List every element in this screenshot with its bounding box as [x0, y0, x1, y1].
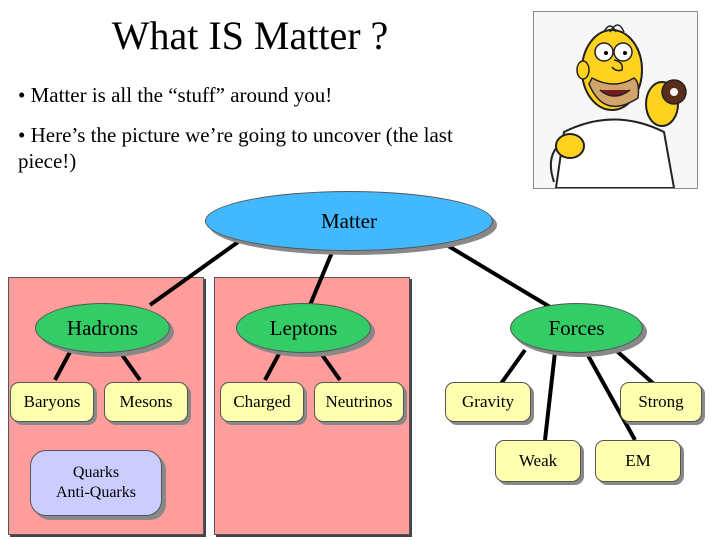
- node-matter: Matter: [205, 191, 493, 251]
- bullet-picture-to-uncover: • Here’s the picture we’re going to unco…: [18, 123, 453, 173]
- edge-matter-leptons: [308, 249, 335, 306]
- node-neutrinos: Neutrinos: [314, 382, 404, 422]
- edge-forces-strong: [608, 343, 657, 387]
- node-baryons: Baryons: [10, 382, 94, 422]
- node-leptons: Leptons: [236, 303, 371, 353]
- quarks-label: Quarks: [72, 464, 120, 481]
- slide-title: What IS Matter ?: [111, 13, 389, 58]
- edge-forces-gravity: [498, 348, 527, 387]
- node-quarks: Quarks Anti-Quarks: [30, 450, 162, 516]
- anti-quarks-label: Anti-Quarks: [56, 484, 136, 501]
- node-charged: Charged: [220, 382, 304, 422]
- node-mesons: Mesons: [104, 382, 188, 422]
- node-forces: Forces: [510, 303, 643, 353]
- edge-forces-em: [583, 349, 637, 441]
- edge-hadrons-mesons: [118, 350, 142, 382]
- edge-leptons-neutrinos: [318, 350, 342, 382]
- node-em: EM: [595, 440, 681, 482]
- edge-leptons-charged: [263, 351, 282, 381]
- node-gravity: Gravity: [445, 382, 531, 422]
- homer-simpson-icon: [534, 12, 697, 188]
- edge-hadrons-baryons: [53, 351, 72, 381]
- node-weak: Weak: [495, 440, 581, 482]
- bullet-matter-definition: • Matter is all the “stuff” around you!: [18, 83, 333, 107]
- edge-matter-forces: [428, 233, 557, 312]
- edge-matter-hadrons: [148, 230, 254, 307]
- homer-simpson-image: [533, 11, 698, 189]
- node-hadrons: Hadrons: [35, 303, 170, 353]
- node-strong: Strong: [620, 382, 702, 422]
- edge-forces-weak: [543, 351, 557, 441]
